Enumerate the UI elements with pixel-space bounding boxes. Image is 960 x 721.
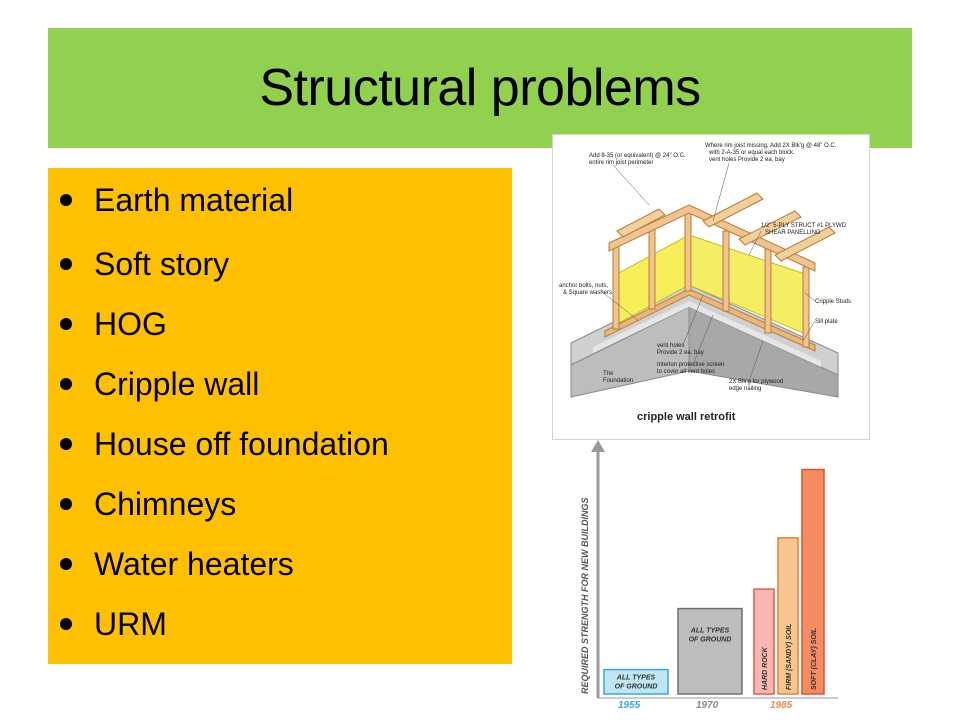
bullet-text: URM: [94, 605, 167, 642]
strength-chart: REQUIRED STRENGTH FOR NEW BUILDINGS ALL …: [572, 436, 844, 716]
bar-1985-2: [753, 588, 775, 695]
slide-title: Structural problems: [259, 59, 701, 117]
cripple-wall-retrofit-figure: Add 8-35 (or equivalent) @ 24" O.C. enti…: [552, 134, 870, 440]
bullet-text: Chimneys: [94, 485, 237, 522]
bar-1970-1: [677, 607, 743, 695]
callout-plywood-2: SHEAR PANELLING: [765, 230, 821, 236]
year-label-1985: 1985: [770, 700, 793, 711]
callout-sill: Sill plate: [815, 319, 838, 325]
bar-label-2: HARD ROCK: [762, 646, 769, 690]
bar-1985-4: [801, 468, 825, 695]
callout-vent: vent holes: [657, 343, 684, 349]
callout-edge: 2X Blk'g for plywood: [729, 379, 783, 385]
bullet-text: Water heaters: [94, 545, 294, 582]
bullet-text: House off foundation: [94, 425, 389, 462]
y-axis-label: REQUIRED STRENGTH FOR NEW BUILDINGS: [580, 497, 590, 694]
callout-edge-2: edge nailing: [729, 386, 761, 392]
top-plate: [608, 204, 816, 272]
callout-foundation: The: [603, 371, 614, 377]
foundation-right-face: [688, 306, 839, 398]
callout-foundation-2: Foundation: [603, 378, 633, 384]
callout-screen: Interlon protective screen: [657, 362, 724, 368]
callout-rim-joist-2: entire rim joist perimeter: [589, 160, 653, 166]
bullet-dot: [60, 318, 72, 330]
callout-rim-joist: Add 8-35 (or equivalent) @ 24" O.C.: [589, 153, 686, 159]
bullet-dot: [60, 194, 72, 206]
sill-plate-shadow: [593, 301, 821, 367]
bullet-dot: [60, 378, 72, 390]
callout-blocking-2: with 2-A-35 or equal each block.: [708, 150, 795, 156]
year-label-1955: 1955: [618, 700, 641, 711]
callout-anchor-2: & Square washers: [563, 290, 612, 296]
strength-chart-svg: REQUIRED STRENGTH FOR NEW BUILDINGS ALL …: [580, 440, 838, 711]
floor-joists: [616, 192, 836, 262]
bullet-box: Earth material Soft story HOG Cripple wa…: [48, 168, 512, 664]
callout-plywood: 1/2" 5-PLY STRUCT #1 PLYWD: [761, 223, 847, 229]
bar-label-4: SOFT (CLAY) SOIL: [811, 628, 818, 690]
callout-screen-2: to cover all vent holes: [657, 369, 715, 375]
year-label-1970: 1970: [696, 700, 719, 711]
callout-leaders: [600, 162, 816, 382]
callout-vent-2: Provide 2 ea. bay: [657, 350, 704, 356]
bar-1985-3: [777, 537, 799, 695]
bullet-dot: [60, 618, 72, 630]
bullet-dot: [60, 258, 72, 270]
title-band: Structural problems: [48, 28, 912, 148]
bullet-text: HOG: [94, 305, 167, 342]
bullet-text: Soft story: [94, 245, 230, 282]
callout-anchor: anchor bolts, nuts,: [559, 283, 608, 289]
callout-cripple: Cripple Studs: [815, 299, 851, 305]
bullet-text: Earth material: [94, 181, 294, 218]
retrofit-caption: cripple wall retrofit: [637, 411, 736, 423]
bullet-dot: [60, 498, 72, 510]
bar-label-3: FIRM (SANDY) SOIL: [786, 624, 793, 691]
retrofit-illustration: Add 8-35 (or equivalent) @ 24" O.C. enti…: [559, 143, 851, 423]
y-axis-arrow: [591, 440, 605, 452]
bullet-text: Cripple wall: [94, 365, 260, 402]
callout-blocking-3: vent holes Provide 2 ea. bay: [709, 157, 785, 163]
bullet-dot: [60, 558, 72, 570]
bullet-dot: [60, 438, 72, 450]
callout-blocking: Where rim joist missing, Add 2X Blk'g @ …: [705, 143, 837, 149]
bar-1955-0: [603, 668, 669, 695]
cripple-studs: [612, 208, 810, 348]
